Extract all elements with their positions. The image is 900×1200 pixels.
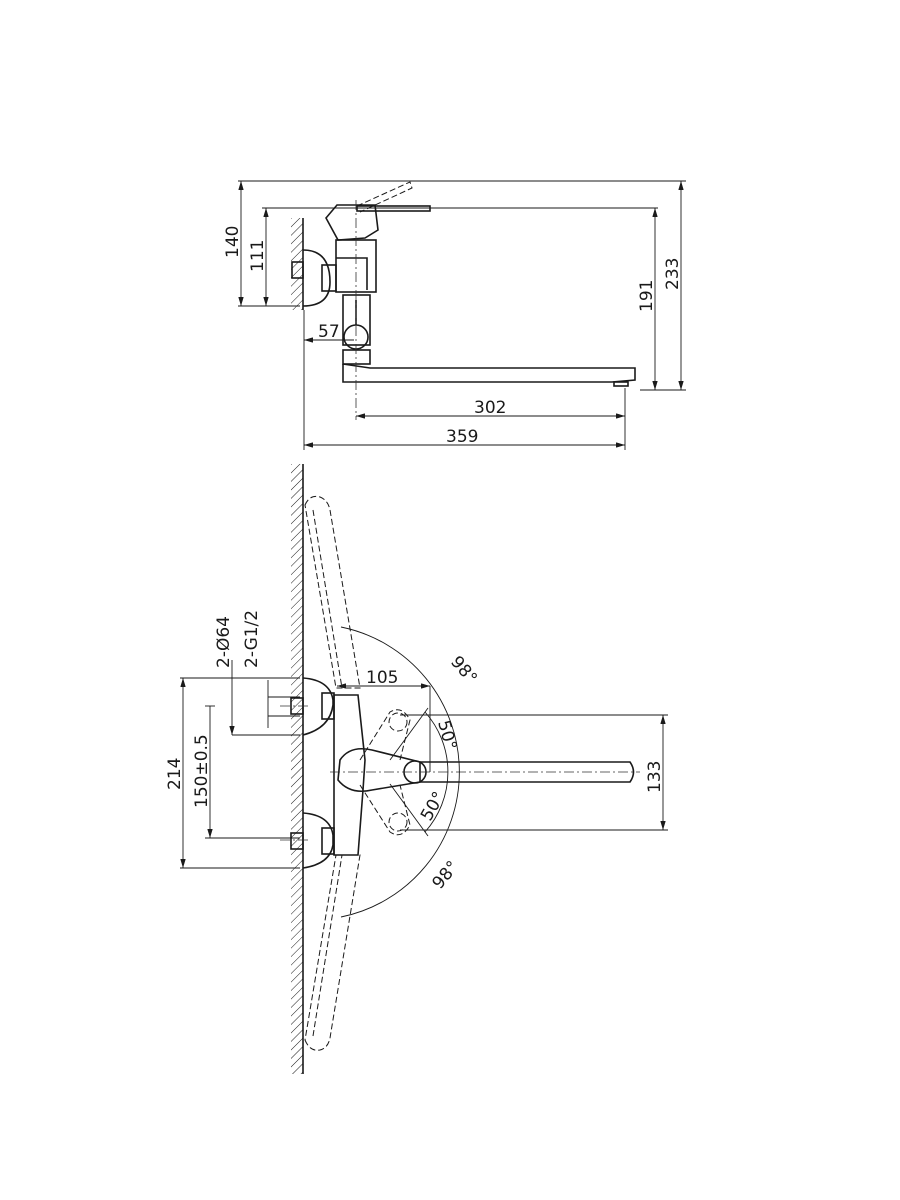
dim-105: 105 [366,668,398,688]
dim-111: 111 [248,240,268,272]
dim-150: 150±0.5 [192,734,212,808]
side-view: 140 111 191 233 57 302 359 [223,180,686,450]
wall-hatch [291,464,303,1074]
aerator [613,381,629,387]
wall-hatch [291,218,303,310]
swing-arc-50 [424,711,449,833]
lever [337,747,421,793]
mixer-body [335,239,377,293]
spout-swing-down [304,854,361,1051]
escutcheon-bottom [302,812,334,869]
spout [420,761,635,783]
dim-2-d64: 2-Ø64 [214,616,234,668]
dim-359: 359 [446,427,478,447]
dim-233: 233 [663,258,683,290]
angle-98-bottom: 98° [429,857,464,893]
spout [342,363,636,383]
dim-2-g1-2: 2-G1/2 [242,610,262,668]
dim-133: 133 [645,761,665,793]
dim-57: 57 [318,322,340,342]
swing-arc-98 [340,626,460,918]
dim-214: 214 [165,758,185,790]
angle-50-bottom: 50° [417,788,449,824]
dim-140: 140 [223,226,243,258]
angle-50-top: 50° [433,718,460,752]
escutcheon-top [302,677,334,736]
spout-swing-up [304,495,361,689]
escutcheon [302,249,331,307]
dim-191: 191 [637,280,657,312]
top-view: 2-Ø64 2-G1/2 105 214 150±0.5 133 98° 50°… [165,464,668,1074]
angle-98-top: 98° [446,652,481,688]
dim-302: 302 [474,398,506,418]
handle [325,204,379,241]
